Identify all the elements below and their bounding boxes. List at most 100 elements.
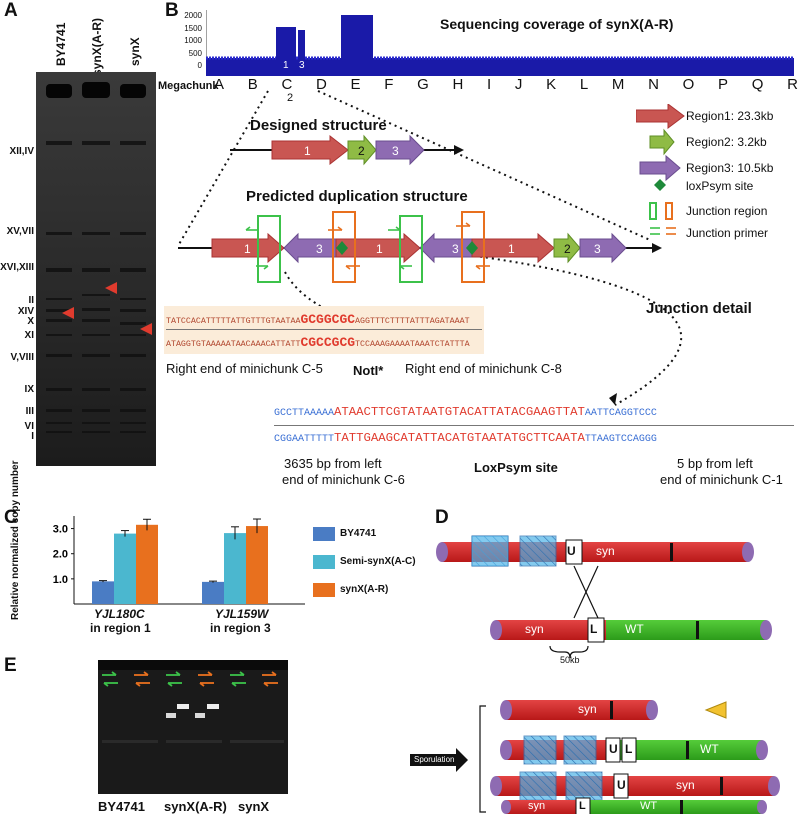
sporulation-arrow bbox=[410, 748, 468, 772]
legend-region3: Region3: 10.5kb bbox=[686, 161, 774, 175]
product-4 bbox=[501, 797, 767, 814]
junction-region-orange-icon bbox=[665, 202, 673, 220]
scale-50kb: 50kb bbox=[560, 655, 580, 665]
megachunk: F bbox=[384, 76, 394, 93]
panel-label-e: E bbox=[4, 655, 17, 676]
legend-semi-synx: Semi-synX(A-C) bbox=[340, 556, 416, 567]
junction-box-green bbox=[257, 215, 281, 283]
well-3 bbox=[120, 84, 146, 98]
bar-synx-a-r- bbox=[246, 526, 268, 604]
loxpsym-diamond bbox=[336, 241, 348, 255]
chr-label: XIV bbox=[17, 306, 34, 317]
strand-tick-line bbox=[274, 425, 794, 426]
megachunk: H bbox=[452, 76, 464, 93]
copy-number-chart: 3.0 2.0 1.0 bbox=[53, 516, 305, 605]
designed-structure-title: Designed structure bbox=[250, 117, 387, 134]
region-num: 1 bbox=[304, 144, 311, 158]
notI-bottom-strand: ATAGGTGTAAAAATAACAAACATTATTCGCCGCGTCCAAA… bbox=[166, 335, 470, 350]
junction-box-orange bbox=[461, 211, 485, 283]
megachunk: D bbox=[315, 76, 327, 93]
legend-by4741: BY4741 bbox=[340, 528, 377, 539]
caption-right-end-c5: Right end of minichunk C-5 bbox=[166, 361, 323, 376]
megachunk: G bbox=[417, 76, 429, 93]
panel-label-d: D bbox=[435, 507, 449, 528]
coverage-mark-3: 3 bbox=[299, 60, 305, 71]
notI-sequence-box bbox=[164, 306, 484, 354]
pcr-lane-by4741: BY4741 bbox=[98, 799, 145, 814]
caption-5bp: 5 bp from left bbox=[677, 456, 753, 471]
region3-arrow-reversed bbox=[419, 232, 473, 264]
junction-box-green bbox=[399, 215, 423, 283]
caption-3635bp: 3635 bp from left bbox=[284, 456, 382, 471]
bar-by4741 bbox=[92, 581, 114, 604]
megachunk: N bbox=[648, 76, 659, 93]
legend-region3-icon bbox=[639, 154, 681, 182]
product-1 bbox=[500, 700, 727, 720]
coverage-plot bbox=[206, 10, 796, 80]
legend-region1-icon bbox=[636, 104, 685, 129]
region2-arrow bbox=[553, 232, 581, 264]
megachunk: C bbox=[281, 76, 293, 93]
chr-label: VI bbox=[24, 421, 34, 432]
y-tick-label: 1.0 bbox=[53, 574, 68, 586]
chr-label: II bbox=[28, 295, 34, 306]
syn-label: syn bbox=[596, 544, 615, 558]
pcr-primer-icons bbox=[102, 671, 278, 687]
coverage-mark-2: 2 bbox=[287, 92, 294, 104]
legend-region1: Region1: 23.3kb bbox=[686, 109, 774, 123]
l-marker: L bbox=[579, 800, 586, 812]
well-2 bbox=[82, 82, 110, 98]
megachunk: P bbox=[718, 76, 729, 93]
bar-semi-synx-a-c- bbox=[224, 533, 246, 604]
syn-label: syn bbox=[676, 778, 695, 792]
loxpsym-bottom-strand: CGGAATTTTTTATTGAAGCATATTACATGTAATATGCTTC… bbox=[274, 431, 657, 445]
bar-synx-a-r- bbox=[136, 524, 158, 604]
megachunk: L bbox=[579, 76, 589, 93]
bar-by4741 bbox=[202, 581, 224, 604]
region3-arrow-reversed bbox=[283, 232, 337, 264]
u-marker: U bbox=[609, 742, 618, 756]
megachunk: Q bbox=[751, 76, 764, 93]
y-tick-label: 2.0 bbox=[53, 549, 68, 561]
50kb-brace bbox=[549, 645, 589, 659]
red-arrow-marker-middle bbox=[105, 282, 117, 294]
chromosome-bottom bbox=[490, 617, 772, 643]
legend-junction-region: Junction region bbox=[686, 204, 768, 218]
y-tick-label: 3.0 bbox=[53, 524, 68, 536]
region-num: 2 bbox=[358, 144, 365, 158]
chart-y-label: Relative normalized copy number bbox=[10, 460, 21, 621]
wt-label: WT bbox=[640, 800, 658, 812]
region-label-1: in region 1 bbox=[90, 621, 151, 635]
megachunk-label: Megachunk bbox=[158, 80, 219, 92]
region-num: 1 bbox=[376, 242, 383, 256]
chr-label: XVI,XIII bbox=[0, 262, 34, 273]
gene-label-1: YJL180C bbox=[94, 607, 145, 621]
pfge-gel-bands bbox=[36, 72, 156, 466]
legend-synx-a-r: synX(A-R) bbox=[340, 584, 389, 595]
panel-label-c: C bbox=[4, 507, 18, 528]
region2-arrow bbox=[347, 134, 377, 166]
megachunk: O bbox=[682, 76, 695, 93]
coverage-peak-e bbox=[341, 15, 373, 76]
caption-left-end-c6: end of minichunk C-6 bbox=[282, 472, 405, 487]
region-num: 1 bbox=[508, 242, 515, 256]
junction-region-green-icon bbox=[649, 202, 657, 220]
caption-loxpsym: LoxPsym site bbox=[474, 460, 558, 475]
l-marker: L bbox=[590, 622, 598, 636]
junction-detail-title: Junction detail bbox=[646, 300, 752, 317]
pcr-lane-synx: synX bbox=[238, 799, 270, 814]
pcr-lane-synx-a-r: synX(A-R) bbox=[164, 799, 227, 814]
syn-label: syn bbox=[525, 622, 544, 636]
megachunk: M bbox=[611, 76, 625, 93]
triangle-marker bbox=[704, 701, 727, 719]
predicted-structure-title: Predicted duplication structure bbox=[246, 188, 468, 205]
u-marker: U bbox=[567, 544, 576, 558]
gene-label-2: YJL159W bbox=[215, 607, 269, 621]
caption-right-end-c8: Right end of minichunk C-8 bbox=[405, 361, 562, 376]
sporulation-diagram bbox=[410, 535, 780, 814]
legend-swatch-synx-a-r bbox=[313, 583, 335, 597]
megachunk: K bbox=[546, 76, 557, 93]
u-marker: U bbox=[617, 778, 626, 792]
region-num: 3 bbox=[594, 242, 601, 256]
